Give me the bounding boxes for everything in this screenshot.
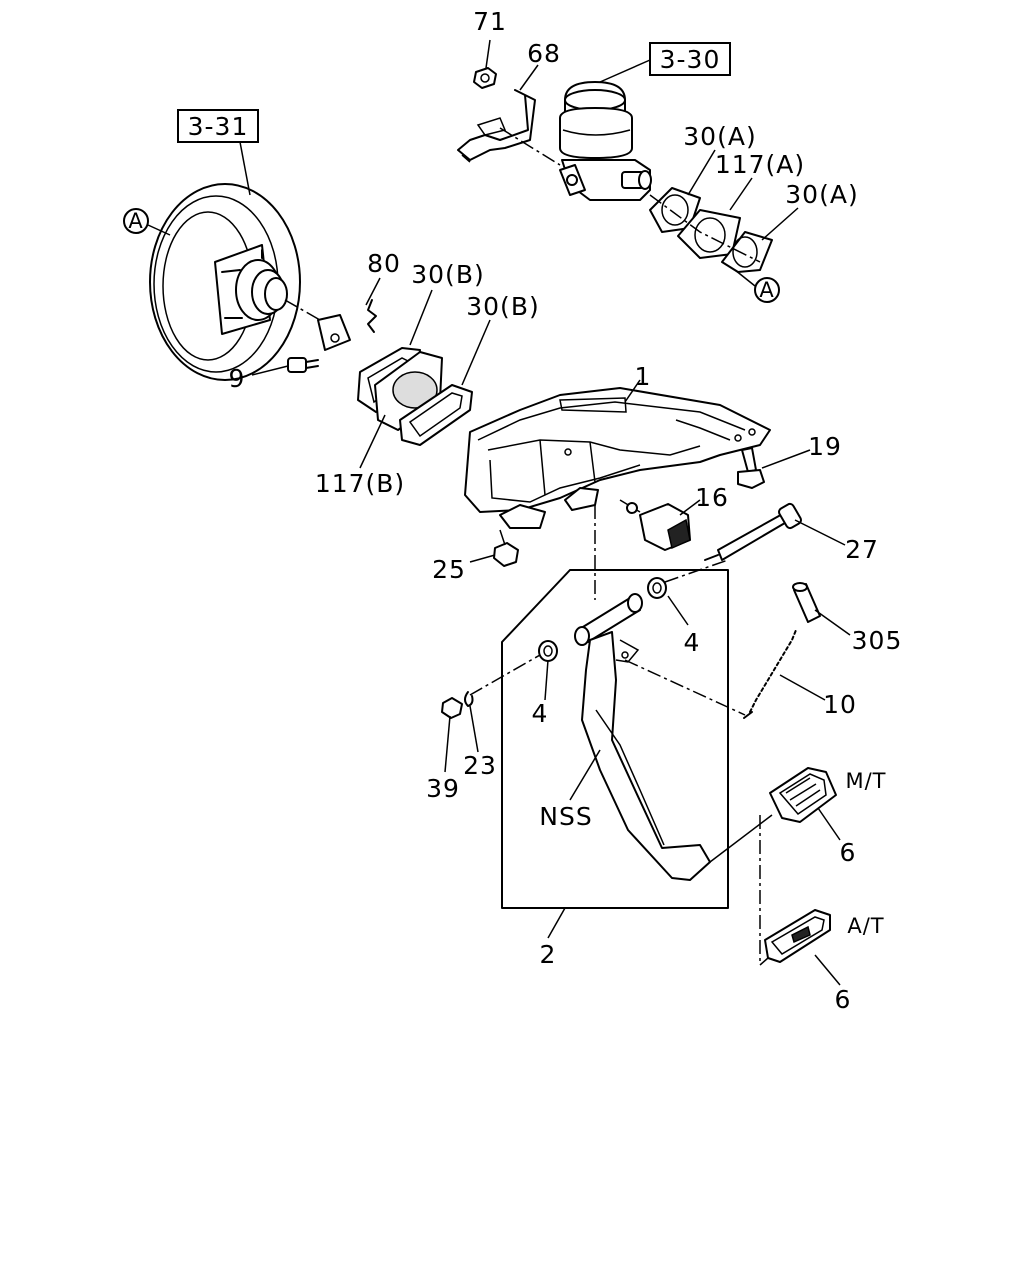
bracket-68 [457, 89, 536, 163]
pedal-pad-mt [769, 767, 837, 823]
bushing-4-left [538, 640, 558, 662]
pedal-pad-at [764, 909, 831, 963]
variant-label-mt: M/T [845, 769, 886, 793]
callout-2: 2 [540, 940, 557, 969]
callout-9: 9 [229, 364, 246, 393]
clip-23 [464, 691, 474, 707]
stop-lamp-switch-16 [619, 499, 691, 551]
callout-4-right: 4 [684, 628, 701, 657]
callout-30b-2: 30(B) [466, 292, 539, 321]
callout-39: 39 [426, 774, 460, 803]
callout-25: 25 [432, 555, 466, 584]
pivot-pin-27 [704, 502, 802, 561]
return-spring-10 [743, 629, 797, 719]
nut-39 [441, 697, 463, 719]
marker-a-gasket: A [754, 277, 780, 303]
callout-23: 23 [463, 751, 497, 780]
pedal-assembly-2-outline [501, 569, 729, 909]
spacer-117a [677, 209, 741, 259]
ref-box-3-30: 3-30 [649, 42, 731, 76]
bolt-19 [737, 447, 765, 489]
callout-80: 80 [367, 249, 401, 278]
callout-16: 16 [695, 483, 729, 512]
sleeve-305 [792, 582, 821, 623]
callout-10: 10 [823, 690, 857, 719]
callout-68: 68 [527, 39, 561, 68]
ref-box-3-31: 3-31 [177, 109, 259, 143]
clip-80 [367, 299, 377, 333]
callout-19: 19 [808, 432, 842, 461]
ref-label-3-30: 3-30 [660, 45, 721, 74]
callout-117b: 117(B) [315, 469, 405, 498]
nut-71 [473, 67, 497, 89]
callout-71: 71 [473, 7, 507, 36]
callout-1: 1 [635, 362, 652, 391]
pedal-bracket-1 [464, 387, 771, 529]
callout-305: 305 [852, 626, 903, 655]
callout-6-mt: 6 [840, 838, 857, 867]
leader-lines [251, 39, 851, 986]
bushing-4-right [647, 577, 667, 599]
callout-117a: 117(A) [715, 150, 805, 179]
gasket-30a-front [649, 187, 701, 233]
bolt-9 [287, 357, 319, 373]
callout-6-at: 6 [835, 985, 852, 1014]
brake-booster [149, 183, 351, 381]
callout-nss: NSS [539, 802, 592, 831]
marker-a-booster-label: A [128, 209, 143, 233]
callout-30a-2: 30(A) [785, 180, 858, 209]
callout-30a-1: 30(A) [683, 122, 756, 151]
nut-25 [493, 529, 519, 567]
gasket-30b-right [399, 384, 473, 446]
variant-label-at: A/T [847, 914, 884, 938]
callout-27: 27 [845, 535, 879, 564]
marker-a-booster: A [123, 208, 149, 234]
ref-label-3-31: 3-31 [188, 112, 249, 141]
marker-a-gasket-label: A [759, 278, 774, 302]
callout-4-left: 4 [532, 699, 549, 728]
callout-30b-1: 30(B) [411, 260, 484, 289]
master-cylinder-group [559, 81, 652, 201]
